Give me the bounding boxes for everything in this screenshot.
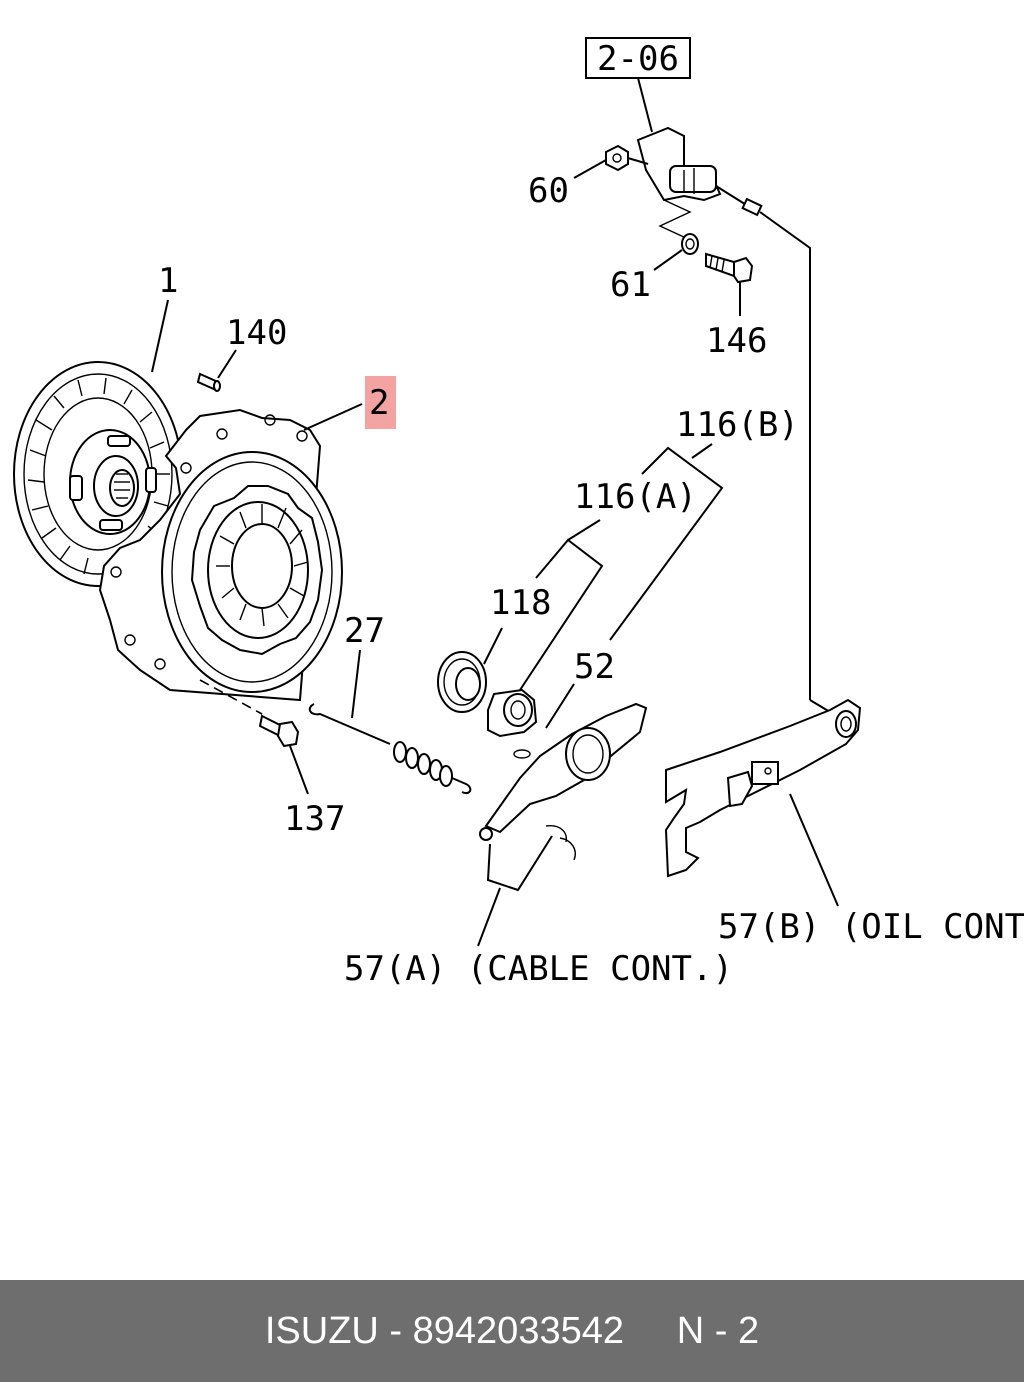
label-52[interactable]: 52 [574, 647, 615, 687]
nut-60 [605, 144, 629, 172]
label-140[interactable]: 140 [226, 313, 287, 353]
clutch-parts-diagram: 2-06 60 61 146 [13, 37, 1024, 989]
slave-cylinder [636, 126, 763, 239]
label-2-highlight [365, 376, 396, 429]
release-fork-cable [479, 702, 648, 861]
dowel-pin-140 [196, 372, 221, 392]
ref-box-label[interactable]: 2-06 [597, 39, 679, 79]
label-146[interactable]: 146 [706, 321, 767, 361]
bolt-137 [258, 714, 300, 748]
label-116a[interactable]: 116(A) [574, 477, 697, 517]
release-fork-oil [664, 698, 862, 878]
label-118[interactable]: 118 [490, 583, 551, 623]
washer-61 [681, 233, 699, 255]
label-1[interactable]: 1 [158, 261, 178, 301]
label-57b[interactable]: 57(B) (OIL CONT.) [718, 907, 1024, 947]
label-61[interactable]: 61 [610, 265, 651, 305]
label-2[interactable]: 2 [369, 383, 389, 423]
clutch-disc [13, 361, 183, 587]
pressure-plate-cover [98, 408, 343, 702]
label-57a[interactable]: 57(A) (CABLE CONT.) [344, 949, 733, 989]
part-number-caption: ISUZU - 8942033542 N - 2 [264, 1309, 760, 1352]
label-27[interactable]: 27 [344, 611, 385, 651]
center-line [199, 679, 263, 715]
label-60[interactable]: 60 [528, 171, 569, 211]
label-116b[interactable]: 116(B) [676, 405, 799, 445]
footer-bar: ISUZU - 8942033542 N - 2 [0, 1280, 1024, 1382]
ref-box-frame [585, 37, 691, 79]
bearing-sleeve-116 [487, 688, 538, 738]
return-spring-27 [308, 703, 472, 794]
release-bearing-118 [437, 651, 487, 713]
bolt-146 [705, 252, 754, 284]
label-137[interactable]: 137 [284, 799, 345, 839]
